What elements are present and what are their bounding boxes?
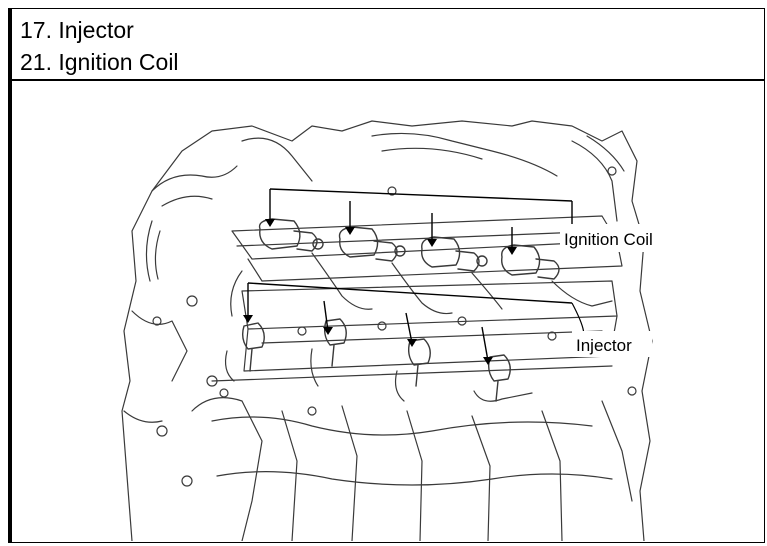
coil-rail: [231, 215, 618, 260]
coil-arrowheads: [265, 219, 517, 255]
injector-callout-arrows: [247, 282, 573, 362]
fuel-rail: [241, 280, 618, 330]
injector-group: [241, 318, 511, 402]
injector-label: Injector: [576, 336, 632, 355]
legend-item-ignition-coil: 21. Ignition Coil: [20, 49, 179, 75]
engine-outline: [121, 120, 653, 542]
engine-line-drawing: Ignition Coil Injector: [121, 120, 672, 542]
legend-item-injector: 17. Injector: [20, 17, 134, 43]
ignition-coil-group: [258, 218, 560, 280]
injector-arrowheads: [243, 315, 493, 365]
ignition-coil-label: Ignition Coil: [564, 230, 653, 249]
coil-callout-arrows: [269, 188, 573, 251]
engine-diagram-panel: Ignition Coil Injector: [12, 81, 764, 542]
diagram-frame: 17. Injector 21. Ignition Coil: [8, 8, 765, 543]
bolt-details: [152, 166, 637, 487]
legend-header: 17. Injector 21. Ignition Coil: [12, 9, 764, 81]
